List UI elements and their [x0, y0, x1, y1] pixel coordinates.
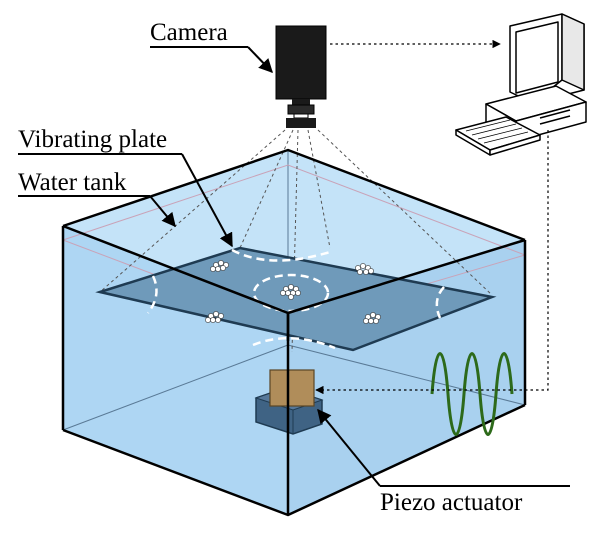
computer-to-actuator-link [315, 130, 549, 395]
label-leaders [18, 46, 570, 487]
piezo-actuator-label: Piezo actuator [380, 489, 523, 516]
camera-icon [275, 25, 327, 128]
data-connections [315, 39, 549, 395]
water-tank-label: Water tank [18, 169, 127, 196]
particle-cluster [210, 260, 229, 272]
particle-cluster [363, 312, 381, 324]
particle-cluster [355, 263, 374, 275]
camera-label: Camera [150, 19, 228, 46]
vibrating-plate-label: Vibrating plate [18, 126, 168, 153]
particle-cluster [205, 311, 224, 323]
particle-cluster [280, 284, 301, 300]
computer-icon [455, 13, 587, 156]
plate-surface [95, 246, 497, 352]
camera-field-of-view [99, 129, 493, 353]
piezo-stack [269, 369, 315, 407]
particle-clusters [205, 260, 381, 324]
sine-wave-icon [430, 352, 514, 436]
